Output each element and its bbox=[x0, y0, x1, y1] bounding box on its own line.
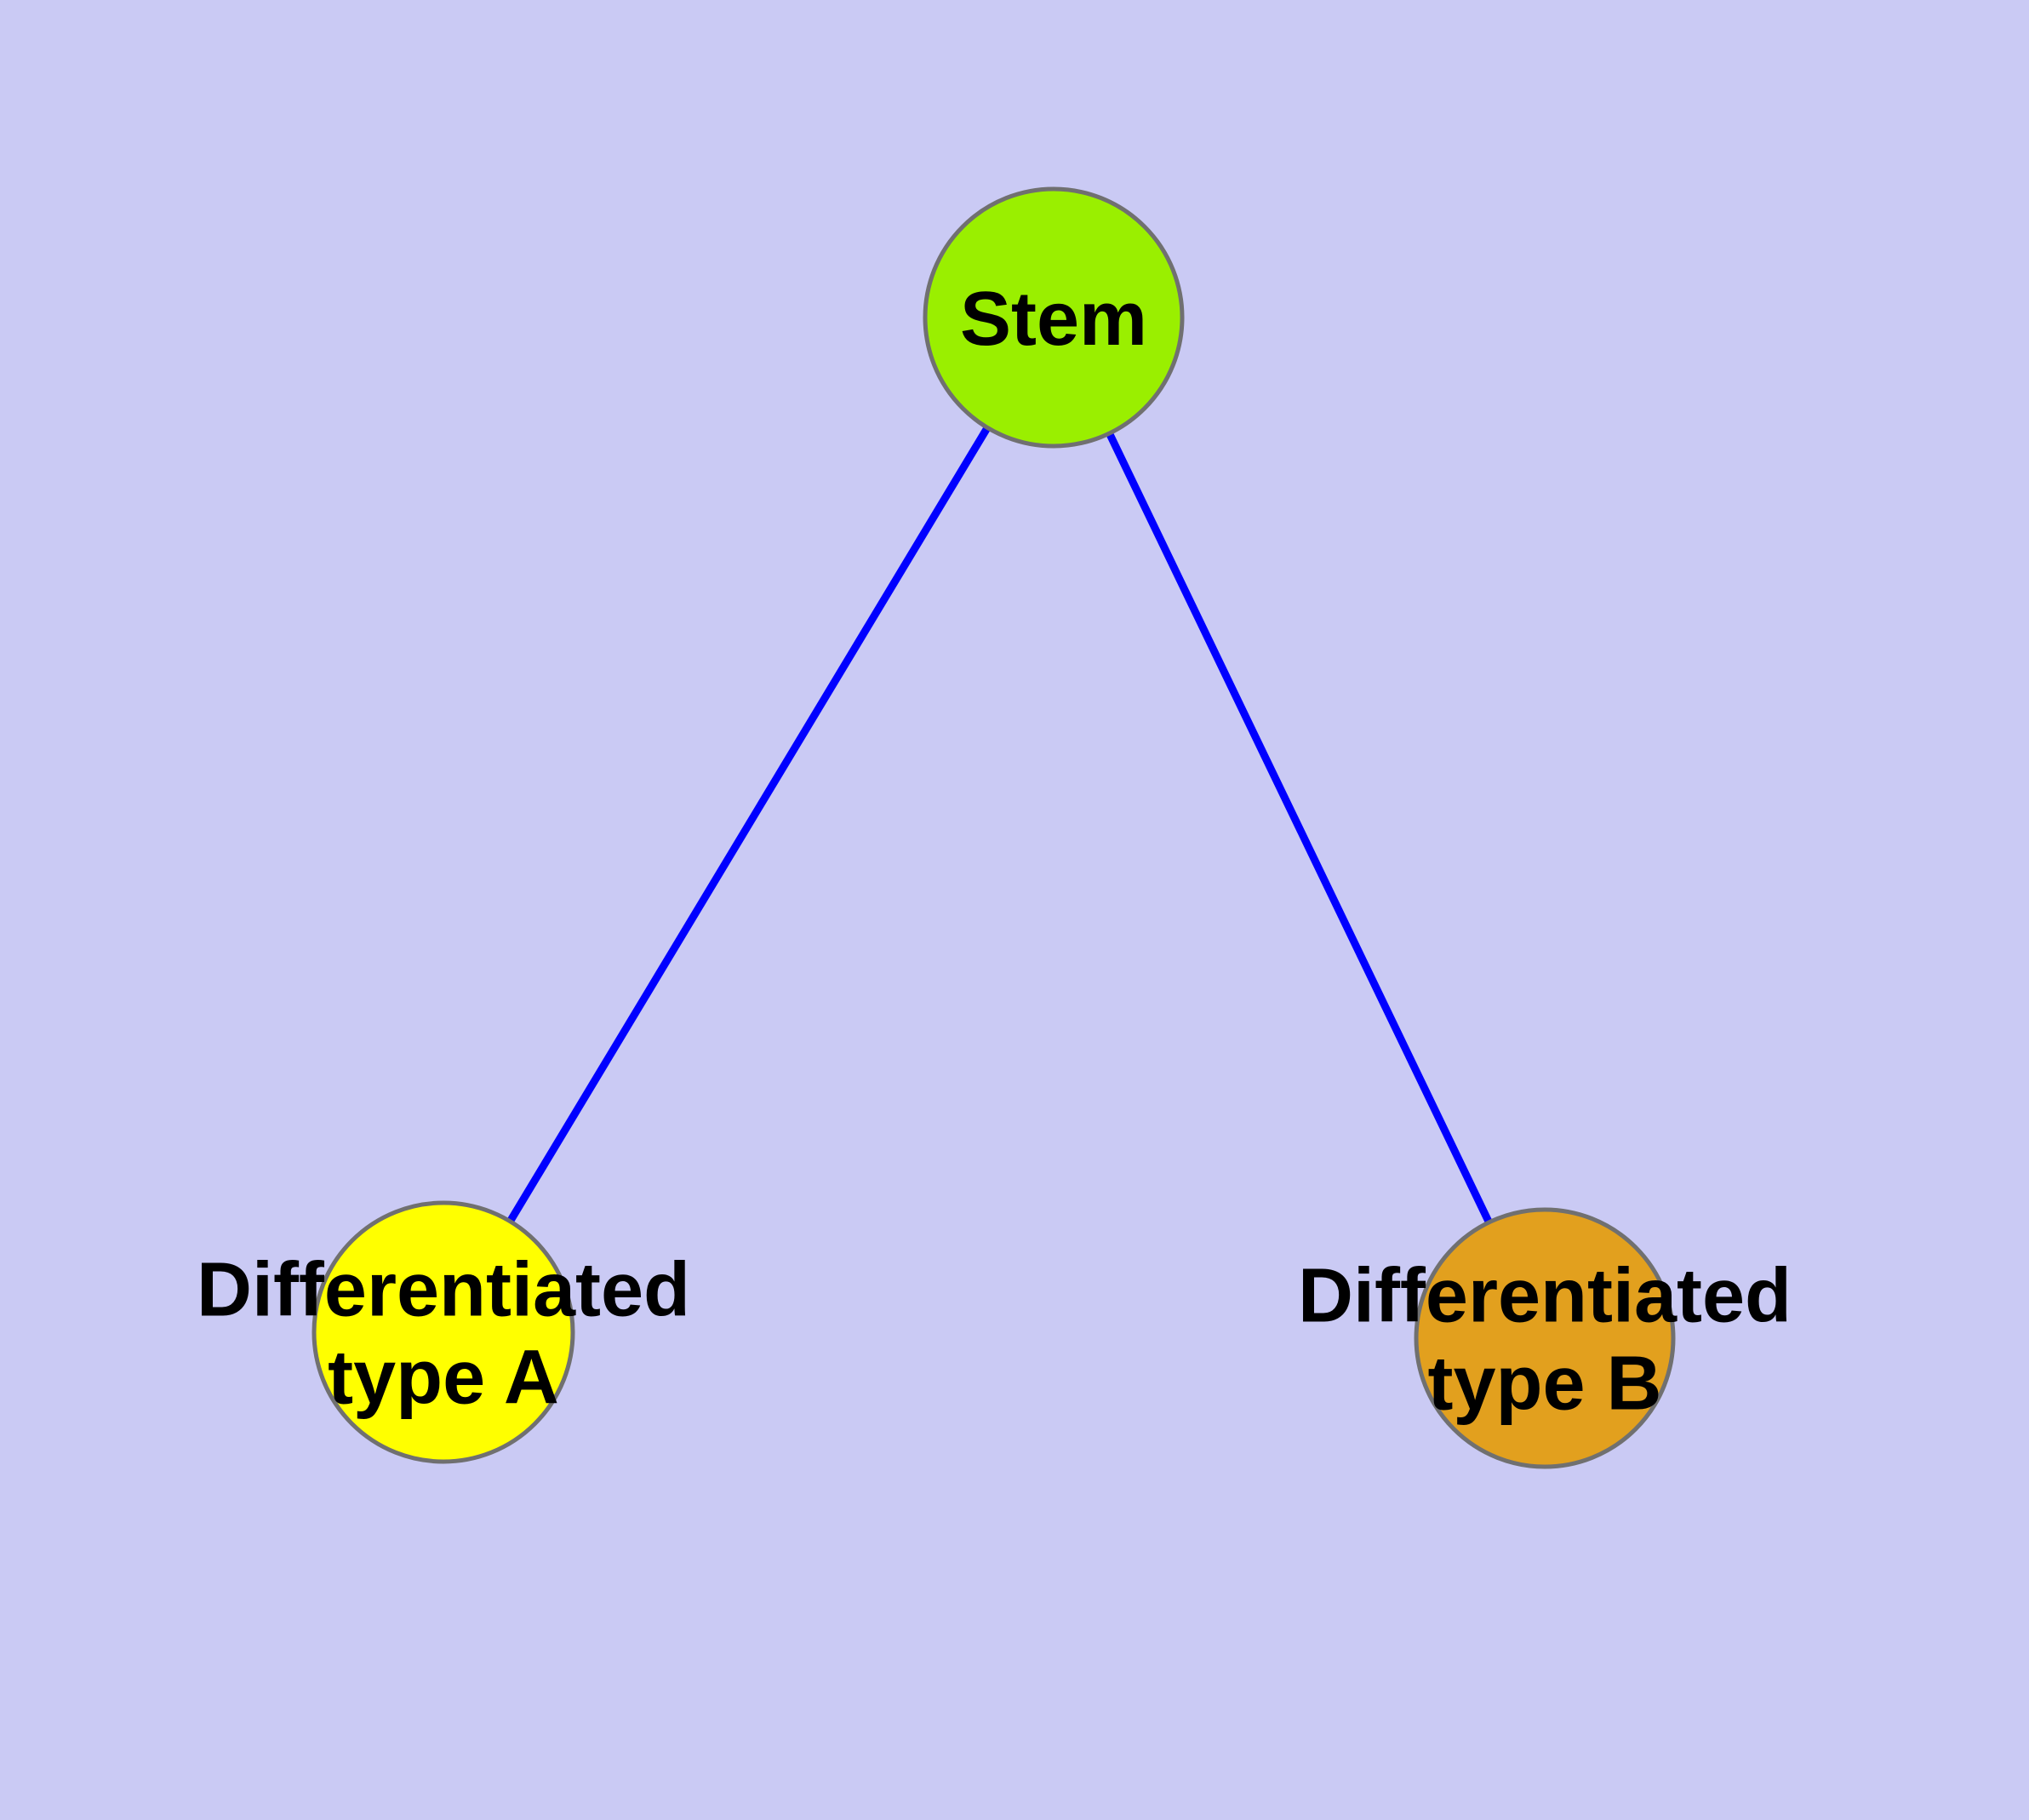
node-differentiated-type-a-circle bbox=[311, 1200, 575, 1464]
node-stem-label-line-1: Stem bbox=[960, 277, 1147, 362]
edges-layer bbox=[440, 315, 1549, 1340]
node-differentiated-type-a-label-line-1: Differentiated bbox=[197, 1248, 690, 1333]
node-differentiated-type-b-label-line-2: type B bbox=[1427, 1342, 1661, 1427]
edge-stem-to-differentiated-type-b bbox=[1049, 316, 1549, 1340]
node-differentiated-type-b-circle bbox=[1414, 1207, 1676, 1469]
edge-stem-to-differentiated-type-a bbox=[440, 315, 1057, 1335]
node-stem-circle bbox=[923, 186, 1185, 449]
node-differentiated-type-b-label-line-1: Differentiated bbox=[1298, 1254, 1792, 1339]
node-stem-label: Stem bbox=[960, 277, 1147, 362]
node-differentiated-type-a-label-line-2: type A bbox=[328, 1336, 559, 1421]
